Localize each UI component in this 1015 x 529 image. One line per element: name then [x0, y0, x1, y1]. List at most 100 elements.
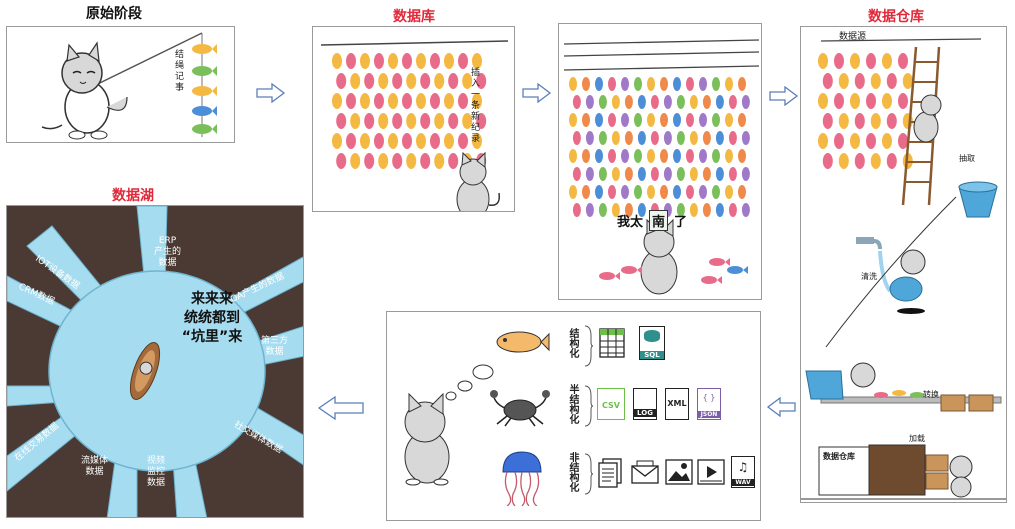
hanging-fish	[582, 77, 590, 91]
hanging-fish	[689, 131, 698, 145]
hanging-fish	[416, 133, 426, 149]
hanging-fish	[725, 77, 733, 91]
hanging-fish	[611, 203, 620, 217]
hanging-fish	[430, 133, 440, 149]
erp-line-2: 产生的	[154, 247, 182, 257]
hanging-fish	[898, 93, 908, 109]
hanging-fish	[715, 95, 724, 109]
sql-file-label: SQL	[640, 351, 664, 359]
hanging-fish	[738, 185, 746, 199]
video-line-3: 数据	[147, 478, 166, 488]
hanging-fish	[621, 113, 629, 127]
csv-file-label: CSV	[602, 401, 620, 410]
hanging-fish	[676, 131, 685, 145]
hanging-fish	[420, 113, 431, 129]
hanging-fish	[416, 93, 426, 109]
hanging-fish	[364, 113, 375, 129]
extract-label: 抽取	[959, 154, 975, 163]
hanging-fish	[582, 113, 590, 127]
hanging-fish	[854, 113, 865, 129]
hanging-fish	[392, 113, 403, 129]
cat-fishing-illustration	[41, 32, 203, 140]
hanging-fish	[647, 77, 655, 91]
hanging-fish	[882, 133, 892, 149]
hanging-fish	[637, 203, 646, 217]
hanging-fish	[378, 73, 389, 89]
hanging-fish	[624, 167, 633, 181]
hanging-fish	[608, 77, 616, 91]
hanging-fish	[569, 77, 577, 91]
hanging-fish	[569, 149, 577, 163]
hanging-fish	[585, 167, 594, 181]
hanging-fish	[637, 167, 646, 181]
lake-slogan: 来来来 统统都到 “坑里”来	[157, 290, 267, 347]
hanging-fish	[374, 133, 384, 149]
hanging-fish	[378, 113, 389, 129]
caption-sign: 南	[649, 210, 669, 231]
hanging-fish	[673, 185, 681, 199]
hanging-fish	[420, 73, 431, 89]
hanging-fish	[650, 95, 659, 109]
panel-database: 插入一条新纪录	[312, 26, 515, 212]
hanging-fish	[634, 113, 642, 127]
hanging-fish	[676, 203, 685, 217]
hanging-fish	[416, 53, 426, 69]
source-third-party: 第三方 数据	[261, 336, 288, 358]
hanging-fish	[686, 149, 694, 163]
hanging-fish	[434, 153, 445, 169]
hanging-fish	[608, 149, 616, 163]
hanging-fish	[728, 167, 737, 181]
hanging-fish	[882, 93, 892, 109]
panel-data-types: 结构化 SQL 半结构化 CSV LOG XML { } JSON	[386, 311, 761, 521]
slogan-line-3: “坑里”来	[181, 329, 243, 345]
panel-full-database: 我太南了	[558, 23, 762, 300]
slogan-line-2: 统统都到	[184, 310, 240, 326]
hanging-fish	[569, 113, 577, 127]
hanging-fish	[822, 73, 833, 89]
hanging-fish	[870, 73, 881, 89]
overwhelmed-caption: 我太南了	[617, 210, 687, 231]
erp-line-1: ERP	[158, 236, 177, 246]
hanging-fish	[663, 95, 672, 109]
hanging-fish	[738, 113, 746, 127]
hanging-fish	[595, 113, 603, 127]
hanging-fish	[818, 53, 828, 69]
hanging-fish	[572, 167, 581, 181]
hanging-fish	[585, 95, 594, 109]
hanging-fish	[870, 113, 881, 129]
hanging-fish	[350, 153, 361, 169]
hanging-fish	[834, 93, 844, 109]
warehouse-sign: 数据仓库	[823, 452, 855, 461]
hanging-fish	[585, 203, 594, 217]
hanging-fish	[702, 95, 711, 109]
hanging-fish	[585, 131, 594, 145]
hanging-fish	[702, 203, 711, 217]
hanging-fish	[406, 73, 417, 89]
hanging-fish	[448, 113, 459, 129]
thinking-cat-illustration	[404, 364, 494, 486]
hanging-fish	[634, 77, 642, 91]
hanging-fish	[462, 73, 473, 89]
wav-file-label: WAV	[732, 479, 754, 486]
hanging-fish	[741, 131, 750, 145]
hanging-fish	[854, 73, 865, 89]
hanging-fish	[886, 113, 897, 129]
hanging-fish	[462, 113, 473, 129]
hanging-fish	[699, 185, 707, 199]
title-primitive: 原始阶段	[86, 6, 142, 22]
hanging-fish	[444, 53, 454, 69]
hanging-fish	[572, 131, 581, 145]
crab-icon	[490, 390, 550, 427]
hanging-fish	[374, 53, 384, 69]
hanging-fish	[838, 113, 849, 129]
hanging-fish	[624, 95, 633, 109]
hanging-fish	[350, 113, 361, 129]
hanging-fish	[598, 203, 607, 217]
hanging-fish	[673, 149, 681, 163]
hanging-fish	[660, 185, 668, 199]
hanging-fish	[838, 153, 849, 169]
hanging-fish	[650, 131, 659, 145]
arrow-left-1	[766, 397, 796, 417]
hanging-fish	[336, 153, 347, 169]
video-line-1: 视频	[147, 456, 166, 466]
